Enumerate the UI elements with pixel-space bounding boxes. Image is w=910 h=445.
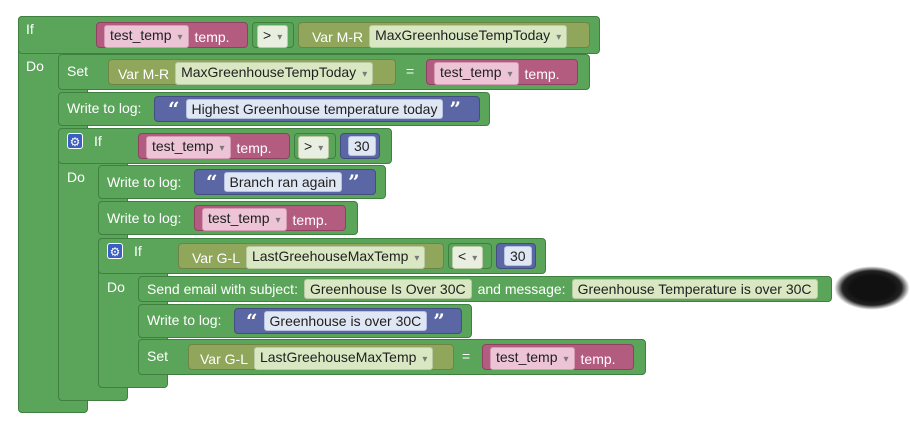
inner-do-label: Do <box>67 169 85 185</box>
compare-op-dropdown[interactable]: > <box>257 25 289 48</box>
text-highest[interactable]: Highest Greenhouse temperature today <box>185 99 444 119</box>
text-branch[interactable]: Branch ran again <box>223 172 343 192</box>
set-equals: = <box>406 63 415 79</box>
set-var-gl-label: Var G-L <box>200 350 248 367</box>
var-gl-label: Var G-L <box>192 249 240 266</box>
email-message-field[interactable]: Greenhouse Temperature is over 30C <box>571 279 818 299</box>
last-max-dropdown[interactable]: LastGreehouseMaxTemp <box>245 246 426 269</box>
innermost-compare-op-dropdown[interactable]: < <box>452 246 484 269</box>
test-temp-dropdown[interactable]: test_temp <box>104 25 189 48</box>
inner-test-temp-dropdown[interactable]: test_temp <box>146 136 231 159</box>
innermost-do-label: Do <box>107 279 125 295</box>
outer-do-label: Do <box>26 58 44 74</box>
max-today-dropdown[interactable]: MaxGreenhouseTempToday <box>369 25 568 48</box>
set-test-temp-dropdown[interactable]: test_temp <box>434 62 519 85</box>
temp-suffix: temp. <box>194 28 230 45</box>
gear-icon[interactable]: ⚙ <box>67 133 83 149</box>
log-temp-suffix: temp. <box>292 211 328 228</box>
set-temp-suffix-2: temp. <box>580 350 616 367</box>
quote-open-icon: “ <box>206 170 218 194</box>
inner-if-label: If <box>94 133 102 149</box>
gear-icon[interactable]: ⚙ <box>107 243 123 259</box>
var-mr-label: Var M-R <box>312 28 364 45</box>
set-temp-suffix: temp. <box>524 65 560 82</box>
number-30a[interactable]: 30 <box>348 136 376 156</box>
quote-open-icon: “ <box>168 97 180 121</box>
quote-close-icon: ” <box>449 97 461 121</box>
set-label: Set <box>67 63 89 79</box>
and-message-label: and message: <box>477 281 566 297</box>
write-log-label: Write to log: <box>67 100 142 116</box>
set-max-today-dropdown[interactable]: MaxGreenhouseTempToday <box>175 62 374 85</box>
number-30b[interactable]: 30 <box>504 246 532 266</box>
email-subject-field[interactable]: Greenhouse Is Over 30C <box>303 279 472 299</box>
inner-temp-suffix: temp. <box>236 139 272 156</box>
set-last-max-dropdown[interactable]: LastGreehouseMaxTemp <box>253 347 434 370</box>
set-var-mr-label: Var M-R <box>118 65 170 82</box>
write-log-label-4: Write to log: <box>147 312 222 328</box>
redaction-scribble <box>834 266 910 310</box>
write-log-label-3: Write to log: <box>107 210 182 226</box>
innermost-if-label: If <box>134 243 142 259</box>
quote-open-icon: “ <box>246 309 258 333</box>
text-over[interactable]: Greenhouse is over 30C <box>263 311 428 331</box>
log-test-temp-dropdown[interactable]: test_temp <box>202 208 287 231</box>
send-email-label: Send email with subject: <box>147 281 298 297</box>
set-label-2: Set <box>147 348 169 364</box>
write-log-label-2: Write to log: <box>107 174 182 190</box>
inner-compare-op-dropdown[interactable]: > <box>298 136 330 159</box>
set-equals-2: = <box>462 348 471 364</box>
set-test-temp-dropdown-2[interactable]: test_temp <box>490 347 575 370</box>
outer-if-label: If <box>26 21 34 37</box>
quote-close-icon: ” <box>348 170 360 194</box>
quote-close-icon: ” <box>433 309 445 333</box>
